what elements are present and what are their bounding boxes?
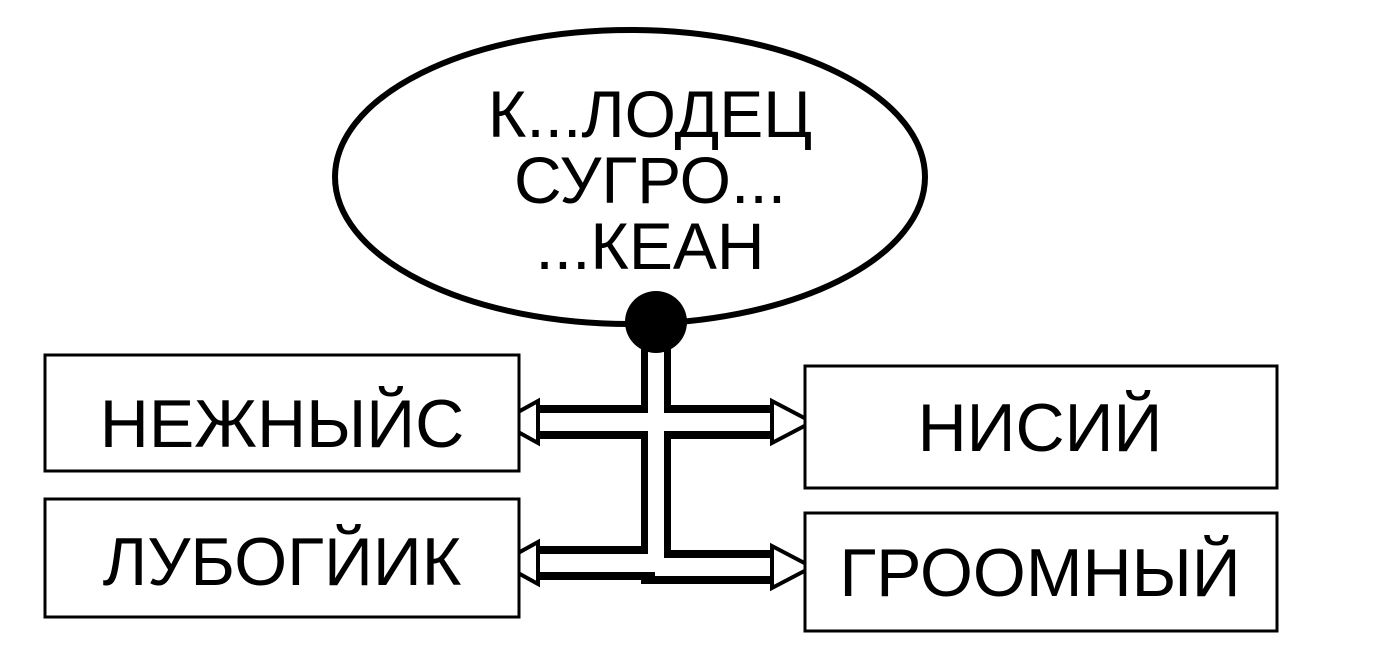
connector-channel [538, 345, 775, 576]
center-line-2: СУГРО... [514, 143, 786, 217]
center-line-1: К...ЛОДЕЦ [488, 77, 812, 151]
center-line-3: ...КЕАН [535, 209, 764, 283]
box-bottom-right: ГРООМНЫЙ [803, 511, 1279, 633]
box-bottom-right-label: ГРООМНЫЙ [839, 534, 1240, 611]
box-top-left-label: НЕЖНЫЙС [100, 385, 465, 462]
arrow-to-bottom-right [770, 542, 817, 592]
box-bottom-left: ЛУБОГЙИК [43, 497, 521, 619]
box-top-left: НЕЖНЫЙС [43, 353, 521, 473]
junction-dot [625, 291, 687, 353]
box-top-right-label: НИСИЙ [918, 389, 1163, 466]
box-top-right: НИСИЙ [803, 364, 1279, 490]
arrow-to-top-right [770, 397, 817, 447]
box-bottom-left-label: ЛУБОГЙИК [103, 523, 462, 600]
